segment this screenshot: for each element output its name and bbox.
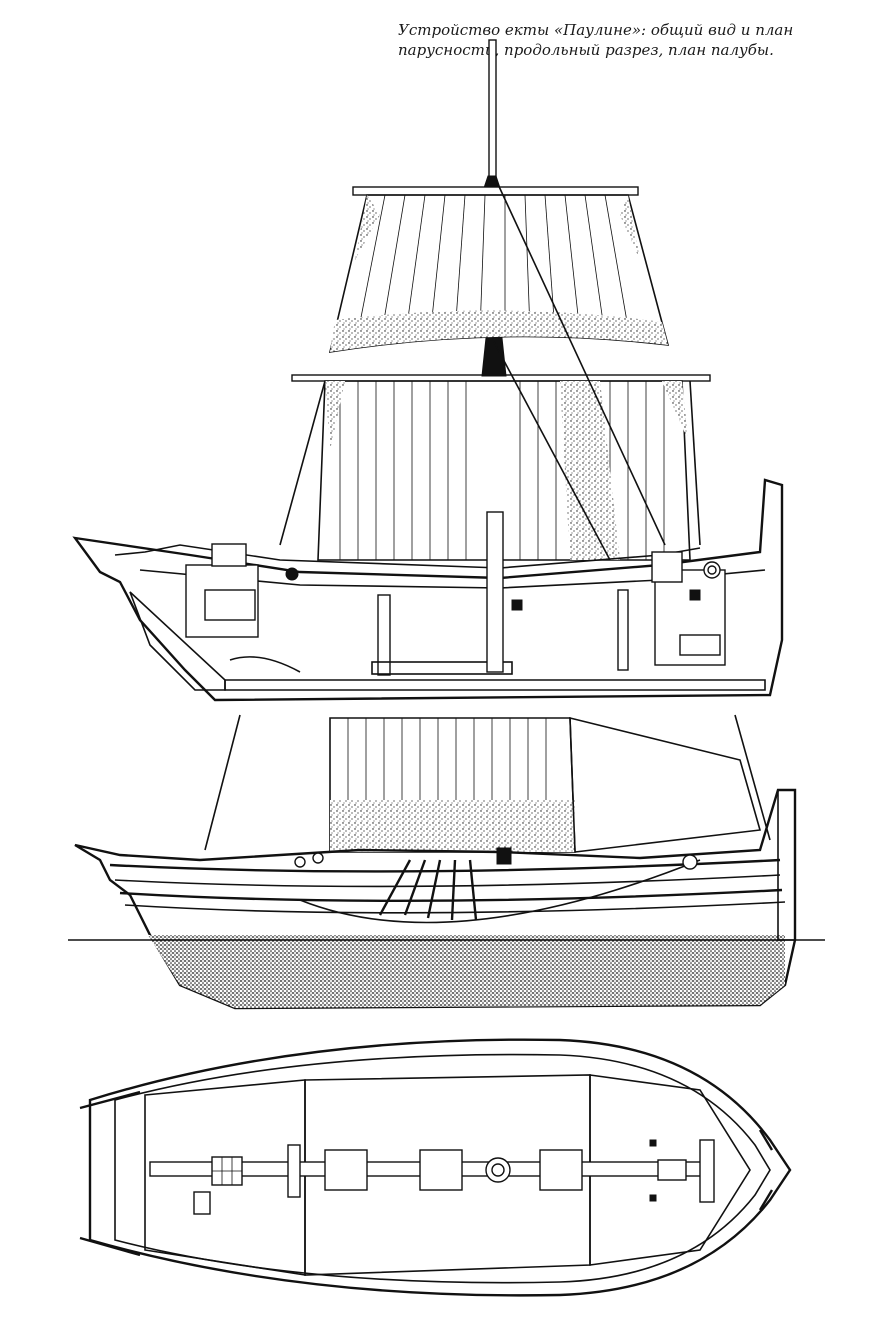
windlass xyxy=(699,1139,715,1203)
topmast xyxy=(483,39,501,189)
side-elevation-view xyxy=(68,714,825,1010)
caption-line-1: Устройство екты «Паулине»: общий вид и п… xyxy=(398,21,794,39)
side-sail xyxy=(204,714,771,853)
longitudinal-section-view xyxy=(72,39,784,702)
topsail xyxy=(328,186,670,353)
hatch-cover-aft xyxy=(324,1149,368,1191)
hatch-cover-mid xyxy=(419,1149,463,1191)
deck-plan-view xyxy=(79,1038,792,1297)
mainsail xyxy=(317,380,691,561)
shrouds xyxy=(378,859,478,921)
rigging-lines xyxy=(279,179,701,561)
hatch-cover-fore xyxy=(539,1149,583,1191)
side-hull xyxy=(68,788,825,1010)
deck-outline xyxy=(88,1038,792,1297)
hull-section xyxy=(72,478,784,702)
